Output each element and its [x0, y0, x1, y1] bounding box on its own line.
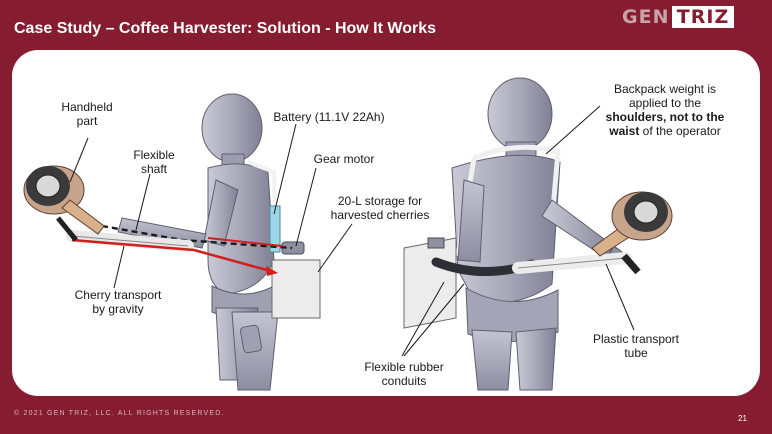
label-battery: Battery (11.1V 22Ah) [264, 110, 394, 124]
cherry-flow-arrows [71, 237, 283, 276]
content-panel: Handheld part Flexible shaft Battery (11… [12, 50, 760, 396]
label-flexible-shaft-line2: shaft [140, 162, 167, 176]
label-battery-text: Battery (11.1V 22Ah) [273, 110, 385, 124]
label-backpack-line4-bold: waist [609, 124, 640, 138]
label-backpack-line4-rest: of the operator [639, 124, 721, 138]
harvester-illustration [23, 77, 673, 391]
label-handheld-part: Handheld part [52, 100, 122, 128]
logo-triz-text: TRIZ [676, 6, 730, 28]
label-storage: 20-L storage for harvested cherries [318, 194, 442, 222]
label-backpack-line3: shoulders, not to the [605, 110, 725, 124]
handheld-harvester-left-icon [23, 165, 105, 242]
leader-lines [69, 105, 635, 357]
gen-triz-logo: GEN TRIZ [622, 6, 734, 28]
label-flexible-shaft-line1: Flexible [133, 148, 175, 162]
label-cherry-line1: Cherry transport [74, 288, 162, 302]
label-rubber-line1: Flexible rubber [364, 360, 444, 374]
label-backpack-line1: Backpack weight is [613, 82, 717, 96]
label-rubber-line2: conduits [381, 374, 427, 388]
page-number: 21 [738, 414, 747, 423]
slide-title: Case Study – Coffee Harvester: Solution … [14, 20, 437, 37]
label-cherry-line2: by gravity [92, 302, 144, 316]
logo-gen-text: GEN [622, 6, 670, 28]
storage-box-icon [271, 259, 321, 319]
label-tube-line2: tube [624, 346, 648, 360]
label-storage-line2: harvested cherries [330, 208, 430, 222]
label-backpack-line2: applied to the [628, 96, 702, 110]
label-handheld-line1: Handheld [61, 100, 113, 114]
battery-icon [269, 205, 281, 253]
label-tube-line1: Plastic transport [592, 332, 680, 346]
logo-triz-box: TRIZ [672, 6, 734, 28]
label-rubber-conduits: Flexible rubber conduits [350, 360, 458, 388]
storage-box-right-icon [403, 237, 457, 329]
label-cherry-transport: Cherry transport by gravity [54, 288, 182, 316]
label-handheld-line2: part [76, 114, 98, 128]
copyright-notice: © 2021 GEN TRIZ, LLC. ALL RIGHTS RESERVE… [14, 410, 225, 417]
label-plastic-tube: Plastic transport tube [578, 332, 694, 360]
handheld-harvester-right-icon [591, 191, 673, 257]
label-backpack-weight: Backpack weight is applied to the should… [582, 82, 748, 138]
label-gear-motor-text: Gear motor [313, 152, 375, 166]
label-flexible-shaft: Flexible shaft [122, 148, 186, 176]
label-storage-line1: 20-L storage for [337, 194, 423, 208]
label-gear-motor: Gear motor [302, 152, 386, 166]
